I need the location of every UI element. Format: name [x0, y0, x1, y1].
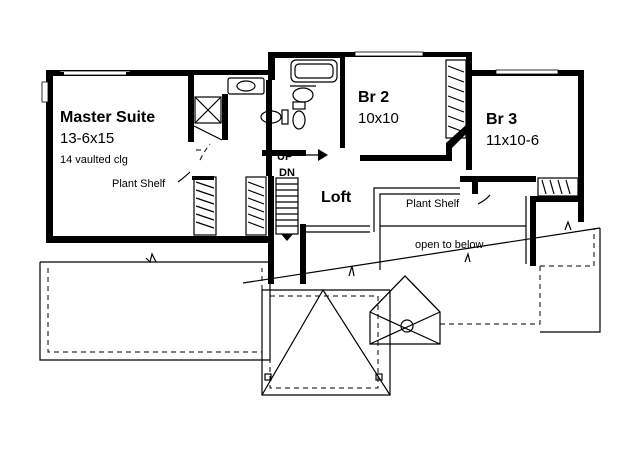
- stair-treads: [275, 177, 370, 241]
- plant-shelf-loft-label: Plant Shelf: [406, 198, 460, 210]
- loft-name: Loft: [321, 189, 352, 206]
- lower-roof-outline: [39, 220, 601, 361]
- open-to-below-label: open to below: [415, 239, 484, 251]
- interior-details: [192, 59, 579, 270]
- exterior-walls: [41, 51, 584, 284]
- stair-down-label: DN: [279, 167, 295, 179]
- br3-size: 11x10-6: [486, 132, 539, 149]
- master-suite-size: 13-6x15: [60, 130, 114, 147]
- room-labels: Master Suite 13-6x15 14 vaulted clg Br 2…: [60, 89, 539, 251]
- stair-up-label: UP: [277, 151, 292, 163]
- cupola-vent-icon: [400, 319, 414, 333]
- br3-name: Br 3: [486, 111, 517, 128]
- closet-hatch: [193, 59, 579, 236]
- central-roof: [261, 288, 391, 396]
- plant-shelf-master-label: Plant Shelf: [112, 178, 166, 190]
- br2-size: 10x10: [358, 110, 399, 127]
- master-suite-note: 14 vaulted clg: [60, 154, 128, 166]
- cupola: [369, 275, 441, 345]
- br2-name: Br 2: [358, 89, 389, 106]
- master-suite-name: Master Suite: [60, 109, 155, 126]
